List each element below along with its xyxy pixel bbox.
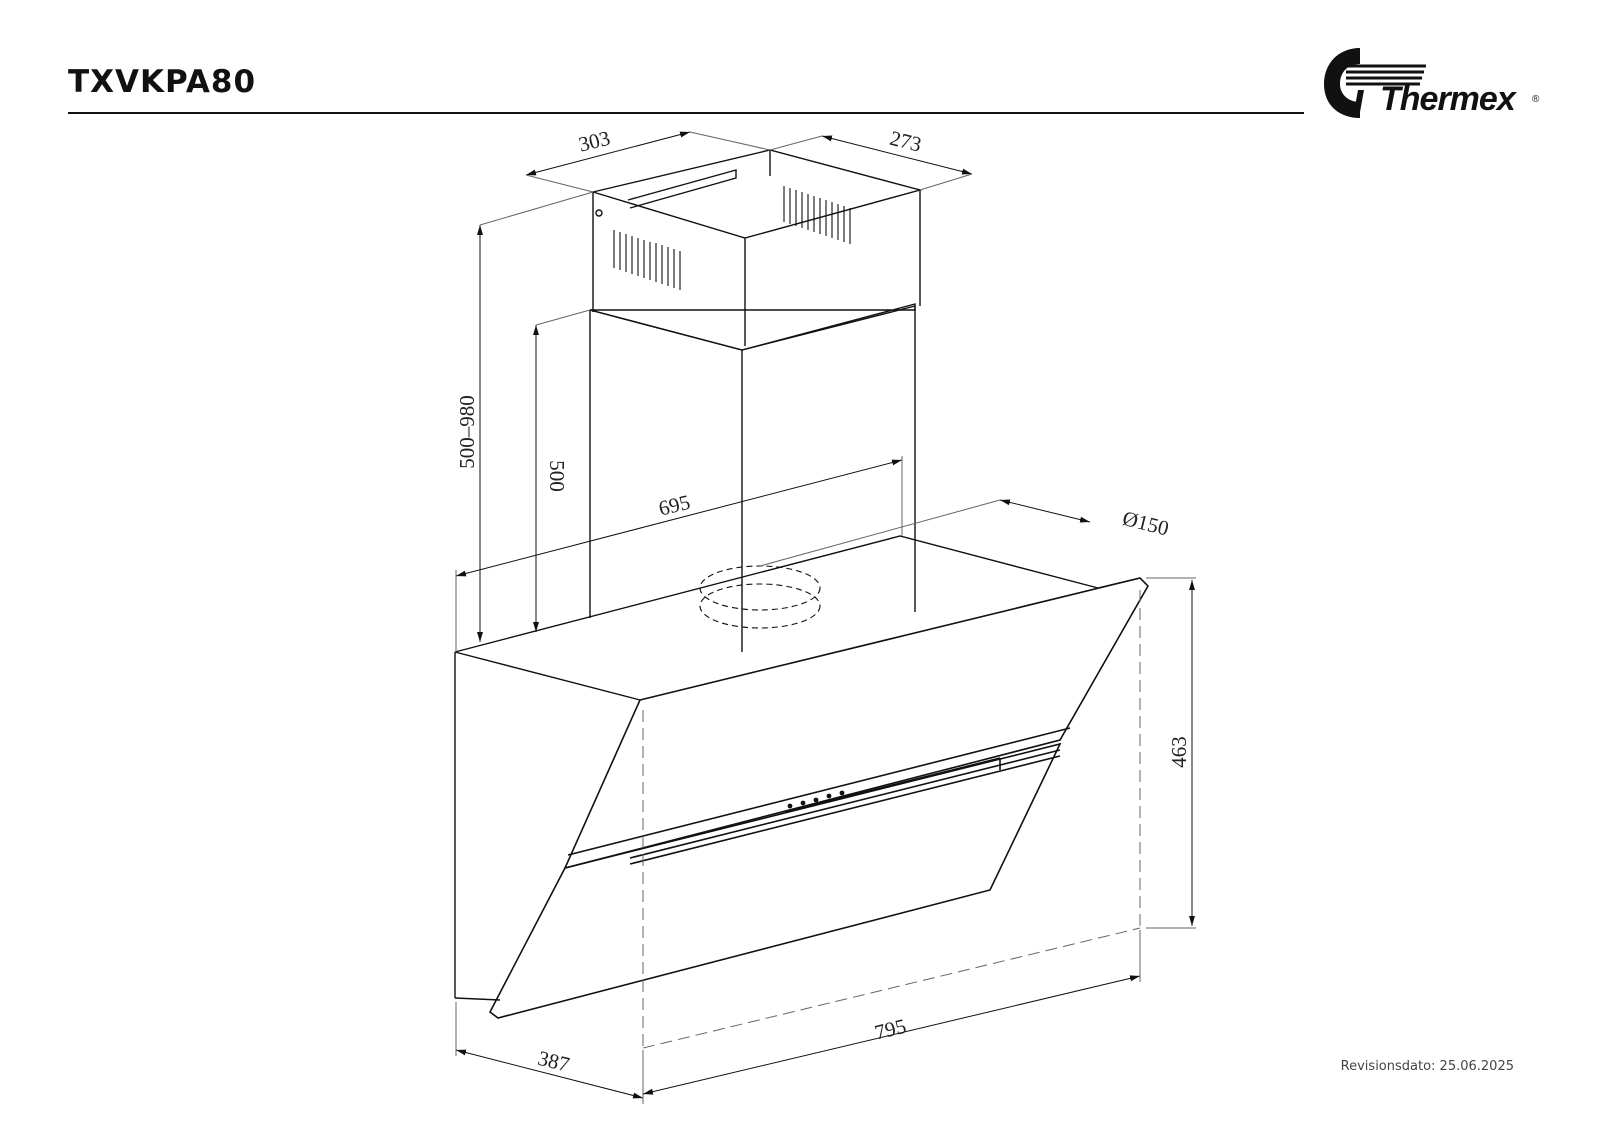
revision-date: Revisionsdato: 25.06.2025 — [1340, 1059, 1514, 1074]
outlet-circle — [699, 565, 821, 629]
dim-chimney-depth: 303 — [576, 126, 612, 157]
thermex-wordmark: Thermex — [1380, 80, 1516, 118]
model-title: TXVKPA80 — [68, 64, 257, 100]
dim-glass-height: 463 — [1167, 736, 1191, 768]
dim-chimney-width: 273 — [888, 126, 924, 157]
registered-mark: ® — [1532, 94, 1540, 105]
dim-width: 795 — [872, 1014, 908, 1045]
dim-outlet-diameter: Ø150 — [1120, 506, 1171, 541]
glass-panel — [488, 577, 1149, 1019]
header-rule — [68, 112, 1304, 114]
control-buttons — [787, 790, 845, 809]
dim-chimney-height: 500 — [545, 460, 569, 492]
thermex-logo — [1324, 48, 1426, 118]
lower-chimney — [589, 303, 916, 652]
projection-lines — [642, 590, 1141, 1049]
dim-total-height: 500–980 — [455, 395, 479, 469]
dimension-lines — [455, 131, 1196, 1104]
